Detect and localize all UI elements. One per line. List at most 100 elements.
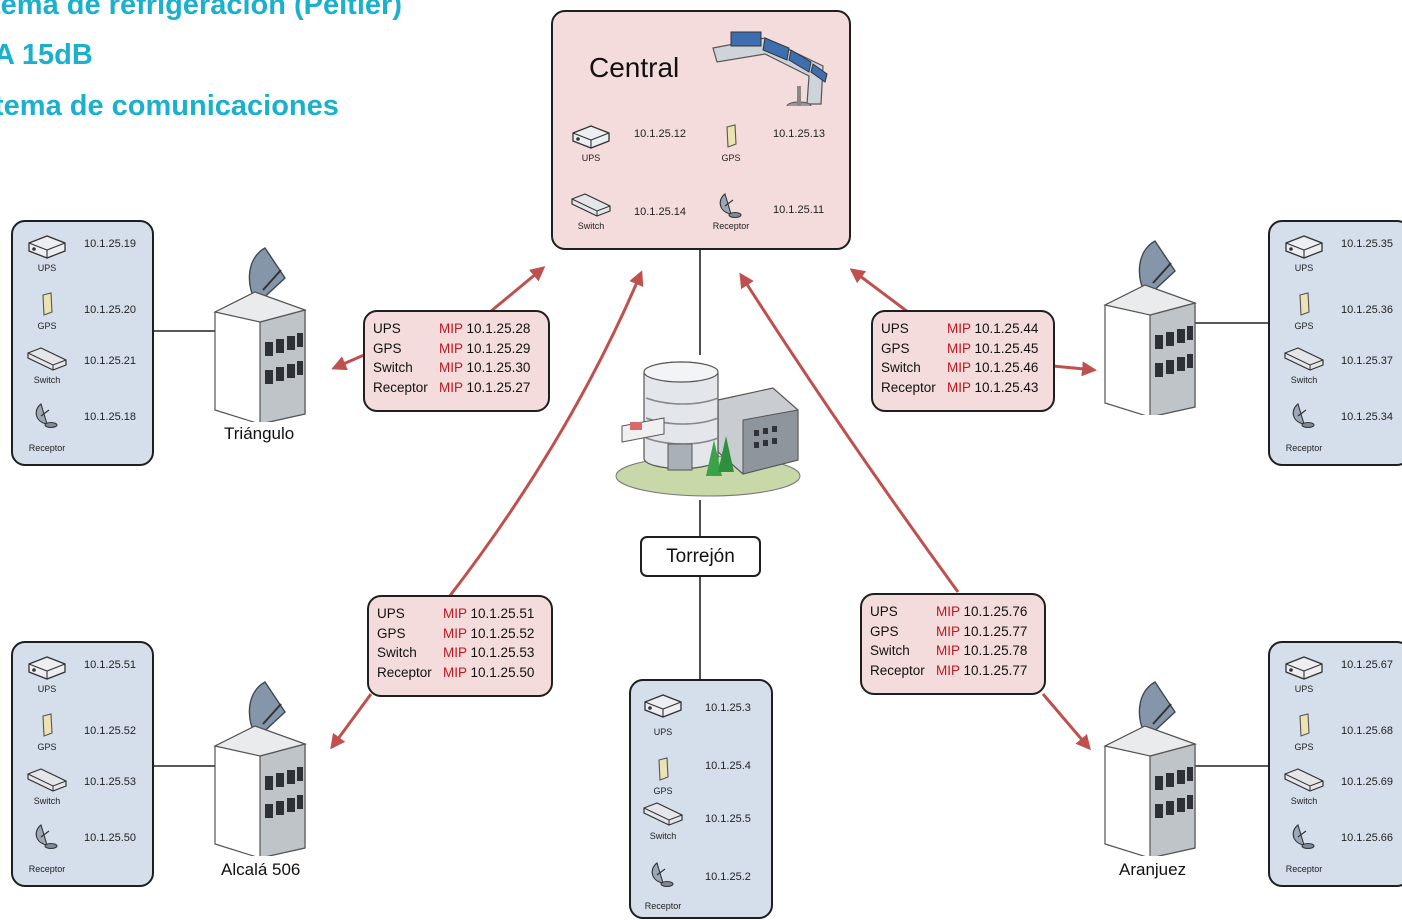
gps-icon <box>1299 713 1310 737</box>
mip-tag: MIP <box>443 606 467 621</box>
mip-device: GPS <box>870 623 899 639</box>
mip-device: GPS <box>373 340 402 356</box>
building-with-dish-icon <box>213 681 308 856</box>
site-label-alcala: Alcalá 506 <box>221 860 301 879</box>
device-label: Receptor <box>712 221 750 231</box>
mip-tag: MIP <box>936 604 960 619</box>
device-ip: 10.1.25.21 <box>84 355 136 367</box>
mip-device: Switch <box>373 360 413 375</box>
ups-icon <box>28 656 66 680</box>
device-label: Switch <box>33 375 61 385</box>
mip-ip: 10.1.25.45 <box>974 340 1039 356</box>
arrow-aranjuez-central <box>739 272 960 593</box>
mip-ip: 10.1.25.28 <box>466 321 531 336</box>
torrejon-device-panel: UPS 10.1.25.3 GPS 10.1.25.4 Switch 10.1.… <box>629 679 773 919</box>
control-console-icon <box>712 31 828 106</box>
device-ip: 10.1.25.67 <box>1341 659 1393 671</box>
mip-ip: 10.1.25.78 <box>963 643 1028 658</box>
device-ip: 10.1.25.69 <box>1341 776 1393 788</box>
mip-tag: MIP <box>947 360 971 375</box>
receptor-icon <box>1292 824 1315 849</box>
mip-device: Receptor <box>870 662 925 678</box>
building-with-dish-icon <box>1103 240 1198 415</box>
mip-ip: 10.1.25.46 <box>974 360 1039 375</box>
mip-device: UPS <box>373 321 401 336</box>
mip-device: Receptor <box>377 664 432 680</box>
mip-row: Receptor MIP 10.1.25.77 <box>870 663 1044 683</box>
mip-tag: MIP <box>936 623 960 639</box>
arrow-triangulo-central <box>489 266 546 314</box>
mip-ip: 10.1.25.44 <box>974 321 1039 336</box>
device-ip: 10.1.25.35 <box>1341 238 1393 250</box>
mip-device: Switch <box>881 360 921 375</box>
mip-ip: 10.1.25.77 <box>963 662 1028 678</box>
device-label: Switch <box>1290 796 1318 806</box>
device-label: UPS <box>581 153 601 163</box>
mip-device: Switch <box>870 643 910 658</box>
mip-row: GPS MIP 10.1.25.29 <box>373 341 548 361</box>
mip-device: UPS <box>377 606 405 621</box>
device-label: UPS <box>1294 684 1314 694</box>
device-label: UPS <box>37 684 57 694</box>
mip-ip: 10.1.25.53 <box>470 645 535 660</box>
ups-icon <box>572 125 610 149</box>
triangulo-mip-box: UPS MIP 10.1.25.28 GPS MIP 10.1.25.29 Swit… <box>363 310 550 412</box>
mip-tag: MIP <box>947 321 971 336</box>
central-panel: Central UPS 10.1.25.12 GPS 10.1.25.13 Sw… <box>551 10 851 250</box>
mip-ip: 10.1.25.43 <box>974 379 1039 395</box>
site-label-aranjuez: Aranjuez <box>1119 860 1187 879</box>
mip-row: GPS MIP 10.1.25.77 <box>870 624 1044 644</box>
east-mip-box: UPS MIP 10.1.25.44 GPS MIP 10.1.25.45 Swit… <box>871 310 1055 412</box>
building-with-dish-icon <box>213 247 308 422</box>
mip-ip: 10.1.25.77 <box>963 623 1028 639</box>
device-ip: 10.1.25.4 <box>705 760 751 772</box>
mip-ip: 10.1.25.29 <box>466 340 531 356</box>
mip-row: UPS MIP 10.1.25.28 <box>373 321 548 341</box>
mip-row: Switch MIP 10.1.25.46 <box>881 360 1053 380</box>
site-label-triangulo: Triángulo <box>224 424 295 443</box>
mip-ip: 10.1.25.30 <box>466 360 531 375</box>
receptor-icon <box>651 862 674 887</box>
device-label: GPS <box>37 321 57 331</box>
device-label: GPS <box>1294 321 1314 331</box>
mip-device: Switch <box>377 645 417 660</box>
mip-ip: 10.1.25.51 <box>470 606 535 621</box>
mip-device: UPS <box>870 604 898 619</box>
mip-device: GPS <box>377 625 406 641</box>
mip-ip: 10.1.25.76 <box>963 604 1028 619</box>
device-label: UPS <box>37 263 57 273</box>
ups-icon <box>1285 656 1323 680</box>
mip-tag: MIP <box>439 340 463 356</box>
alcala-device-panel: UPS 10.1.25.51 GPS 10.1.25.52 Switch 10.… <box>11 641 154 887</box>
device-ip: 10.1.25.3 <box>705 702 751 714</box>
device-label: Receptor <box>28 443 66 453</box>
device-ip: 10.1.25.51 <box>84 659 136 671</box>
ups-icon <box>644 694 682 718</box>
mip-device: UPS <box>881 321 909 336</box>
mip-tag: MIP <box>439 321 463 336</box>
device-ip: 10.1.25.66 <box>1341 832 1393 844</box>
heading-lna: A 15dB <box>0 39 93 71</box>
arrow-alcala-central <box>447 270 644 598</box>
gps-icon <box>1299 292 1310 316</box>
mip-tag: MIP <box>947 340 971 356</box>
mip-row: GPS MIP 10.1.25.45 <box>881 341 1053 361</box>
mip-tag: MIP <box>947 379 971 395</box>
aranjuez-device-panel: UPS 10.1.25.67 GPS 10.1.25.68 Switch 10.… <box>1268 641 1402 887</box>
ups-icon <box>1285 235 1323 259</box>
headquarters-building-icon <box>615 361 801 497</box>
device-label: GPS <box>653 786 673 796</box>
ups-icon <box>28 235 66 259</box>
mip-device: GPS <box>881 340 910 356</box>
heading-communications: tema de comunicaciones <box>0 90 339 122</box>
device-label: Receptor <box>1285 443 1323 453</box>
hub-label-torrejon: Torrejón <box>640 536 761 577</box>
aranjuez-mip-box: UPS MIP 10.1.25.76 GPS MIP 10.1.25.77 Swit… <box>860 593 1046 695</box>
central-title: Central <box>589 52 680 83</box>
device-ip: 10.1.25.34 <box>1341 411 1393 423</box>
mip-tag: MIP <box>936 662 960 678</box>
